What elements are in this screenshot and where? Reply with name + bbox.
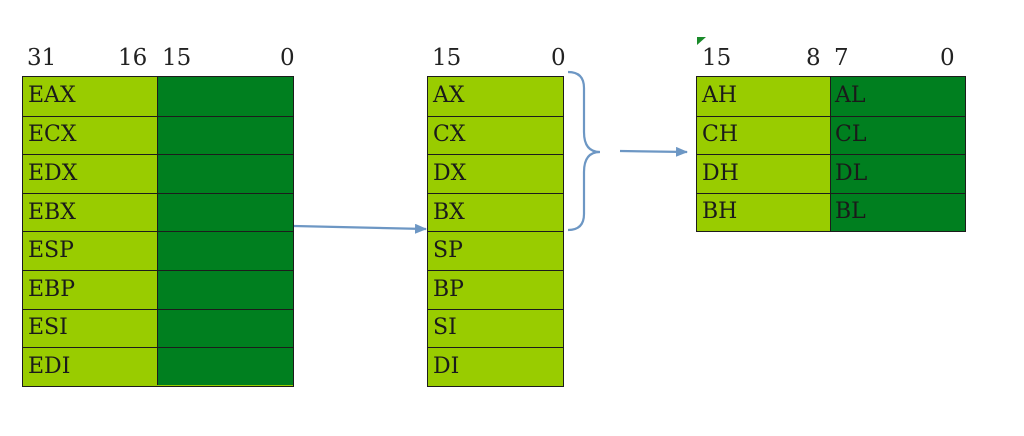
register-dx-label: DX (433, 160, 467, 186)
bit-0-label-8: 0 (940, 45, 955, 71)
low-byte-cell (830, 193, 965, 231)
register-row: AH AL (697, 77, 965, 116)
register-row: DI (428, 347, 563, 385)
bit-7-label: 7 (834, 45, 849, 71)
low-half-cell (157, 77, 293, 116)
register-bh-label: BH (702, 199, 738, 225)
register-dl-label: DL (835, 160, 868, 186)
register-row: CX (428, 115, 563, 155)
register-ebx-label: EBX (28, 199, 76, 225)
register-row: EAX (23, 77, 293, 116)
register-row: BP (428, 270, 563, 309)
bit-31-label: 31 (27, 45, 57, 71)
register-eax-label: EAX (28, 83, 76, 109)
bit-15-label-8: 15 (702, 45, 732, 71)
low-half-cell (157, 116, 293, 155)
register-bl-label: BL (835, 199, 866, 225)
register-edx-label: EDX (28, 160, 78, 186)
register-cl-label: CL (835, 122, 867, 148)
register-ah-label: AH (702, 83, 738, 109)
register-row: BH BL (697, 192, 965, 231)
register-row: SP (428, 231, 563, 270)
register-al-label: AL (835, 83, 866, 109)
curly-brace (567, 70, 601, 232)
register-bp-label: BP (433, 276, 464, 302)
register-row: EDX (23, 154, 293, 193)
register-row: CH CL (697, 115, 965, 155)
low-half-cell (157, 155, 293, 193)
low-byte-cell (830, 116, 965, 155)
arrow-brace-to-8bit (619, 146, 688, 157)
register-edi-label: EDI (28, 353, 71, 379)
register-row: EBX (23, 192, 293, 232)
bit-15-label: 15 (162, 45, 192, 71)
bit-0-label-16: 0 (551, 45, 566, 71)
register-row: EBP (23, 270, 293, 309)
bit-8-label: 8 (806, 45, 821, 71)
register-ecx-label: ECX (28, 122, 77, 148)
low-half-cell (157, 193, 293, 232)
bit-16-label: 16 (118, 45, 148, 71)
register-cx-label: CX (433, 122, 466, 148)
arrow-32-to-16 (293, 223, 427, 234)
register-ch-label: CH (702, 122, 739, 148)
low-half-cell (157, 232, 293, 270)
register-grid-16bit: AX CX DX BX SP BP SI DI (427, 76, 564, 387)
register-dh-label: DH (702, 160, 739, 186)
register-di-label: DI (433, 353, 460, 379)
register-row: ESI (23, 308, 293, 348)
register-ax-label: AX (433, 83, 465, 109)
register-row: EDI (23, 347, 293, 386)
register-esp-label: ESP (28, 238, 74, 264)
register-row: ESP (23, 231, 293, 270)
register-esi-label: ESI (28, 315, 68, 341)
register-bx-label: BX (433, 199, 465, 225)
low-half-cell (157, 309, 293, 348)
register-row: BX (428, 192, 563, 232)
low-byte-cell (830, 155, 965, 193)
register-grid-8bit: AH AL CH CL DH DL BH BL (696, 76, 966, 232)
register-row: SI (428, 308, 563, 348)
register-row: AX (428, 77, 563, 116)
register-si-label: SI (433, 315, 457, 341)
register-sp-label: SP (433, 238, 463, 264)
bit-15-label-16: 15 (432, 45, 462, 71)
register-ebp-label: EBP (28, 276, 76, 302)
low-half-cell (157, 348, 293, 386)
register-row: DH DL (697, 154, 965, 193)
register-grid-32bit: EAX ECX EDX EBX ESP EBP ESI EDI (22, 76, 294, 387)
low-byte-cell (830, 77, 965, 116)
register-row: DX (428, 154, 563, 193)
register-row: ECX (23, 115, 293, 155)
bit-0-label: 0 (280, 45, 295, 71)
low-half-cell (157, 271, 293, 309)
